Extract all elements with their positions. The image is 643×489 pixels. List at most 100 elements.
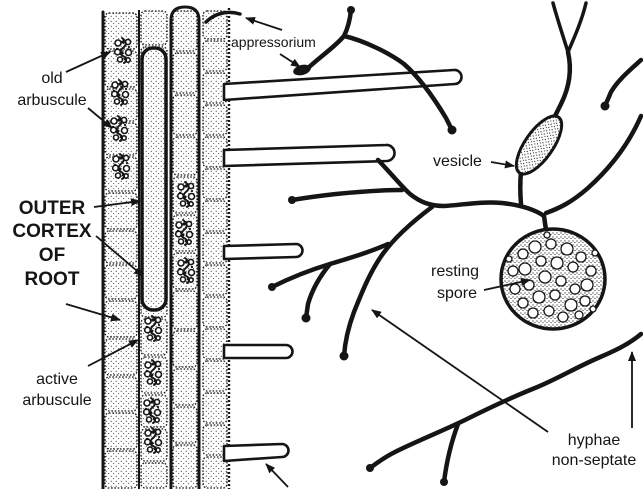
spore-droplet (568, 262, 578, 272)
label-resting-spore-line1: resting (431, 263, 479, 280)
label-active-arbuscule-line2: arbuscule (22, 392, 91, 409)
arbuscule-branch-tip (116, 48, 118, 50)
arbuscule-branch-tip (118, 82, 121, 85)
arbuscule-branch (189, 270, 195, 276)
arbuscule-branch (145, 318, 151, 324)
hypha-tip (302, 314, 311, 323)
arbuscule-branch-tip (154, 336, 157, 339)
arbuscule-branch (148, 447, 153, 452)
arbuscule-branch-tip (182, 222, 185, 225)
arbuscule-branch (113, 156, 119, 162)
arbuscule-branch-tip (187, 278, 190, 281)
resting-spore (501, 229, 605, 329)
arbuscule-branch (126, 50, 132, 56)
hypha-tip (347, 6, 355, 14)
epidermis-cell (203, 169, 227, 199)
arbuscule-branch-tip (146, 438, 148, 440)
spore-droplet (539, 271, 551, 283)
arbuscule-branch-tip (153, 418, 156, 421)
arbuscule-branch-tip (177, 230, 179, 232)
arbuscule-branch-tip (117, 130, 120, 133)
arbuscule-branch-tip (121, 100, 124, 103)
root-hairs (224, 70, 462, 461)
label-old-arbuscule-line2: arbuscule (17, 92, 86, 109)
arbuscule-branch-tip (126, 162, 128, 164)
hypha (568, 3, 586, 52)
vesicle-stalk (520, 172, 521, 204)
arbuscule-branch (115, 99, 120, 104)
arbuscule-branch-tip (150, 412, 153, 415)
epidermis-cell (203, 41, 227, 71)
hypha-tip (268, 283, 276, 291)
epidermis-cell (203, 361, 227, 391)
arbuscule-branch-tip (158, 436, 160, 438)
cortex-cell (173, 291, 197, 329)
spore-droplet (565, 299, 577, 311)
arbuscule-branch-tip (145, 408, 147, 410)
cortex-cell (173, 95, 197, 135)
arbuscule-branch (118, 57, 123, 62)
arbuscule-branch-tip (184, 184, 187, 187)
hyphae-arrow (372, 310, 548, 432)
root-hair (224, 444, 289, 461)
arbuscule-branch (115, 40, 121, 46)
arbuscule-branch-tip (151, 330, 154, 333)
spore-droplet (581, 279, 593, 291)
arbuscule-branch (156, 328, 162, 334)
arbuscule-branch-tip (154, 448, 157, 451)
cortex-cell (173, 137, 197, 175)
appressorium-arrow-top (246, 18, 282, 30)
arbuscule-branch-tip (122, 174, 125, 177)
root-hair (224, 345, 293, 358)
arbuscule-branch (145, 362, 151, 368)
arbuscule-branch (176, 222, 182, 228)
spore-droplet (518, 298, 528, 308)
inner-cortex-cell (105, 339, 137, 375)
inner-cortex-cell (105, 265, 137, 299)
hypha-tip (440, 478, 448, 486)
spore-droplet (558, 312, 568, 322)
spore-droplet (544, 306, 554, 316)
cortex-cell (173, 369, 197, 405)
hypha-tip (448, 126, 457, 135)
arbuscule-branch-tip (179, 268, 181, 270)
spore-droplet (590, 306, 596, 312)
spore-droplet (519, 263, 531, 275)
inner-cortex-cell (105, 377, 137, 411)
epidermis-cell (203, 265, 227, 295)
spore-droplet (561, 243, 573, 255)
arbuscule-branch-tip (120, 136, 123, 139)
spore-droplet (580, 296, 590, 306)
vesicle (508, 109, 570, 181)
spore-droplet (510, 284, 520, 294)
appressorium-arrow (280, 54, 300, 67)
arbuscule-branch (155, 410, 161, 416)
arbuscule-branch (148, 335, 153, 340)
label-outer-cortex-line1: OUTER (19, 198, 86, 219)
arbuscule-branch (111, 118, 117, 124)
arbuscule-branch-tip (124, 58, 127, 61)
cortex-cell (141, 11, 167, 45)
arbuscule-branch-tip (158, 324, 160, 326)
spore-droplet (551, 257, 563, 269)
arbuscule-branch (145, 430, 151, 436)
arbuscule-branch (156, 440, 162, 446)
spore-droplet (546, 239, 556, 249)
arbuscule-branch (181, 277, 186, 282)
arbuscule-branch-tip (185, 240, 188, 243)
arbuscule-branch (116, 173, 121, 178)
arbuscule-branch (181, 201, 186, 206)
inner-cortex-cell (105, 301, 137, 337)
spore-droplet (536, 256, 546, 266)
spore-droplet (570, 284, 580, 294)
arbuscule-branch-tip (158, 368, 160, 370)
cortex-cell (141, 463, 167, 488)
root-hair-arrow (266, 464, 288, 487)
arbuscule-branch (124, 166, 130, 172)
arbuscule-branch-tip (184, 196, 187, 199)
label-outer-cortex-line2: CORTEX (12, 221, 92, 242)
arbuscule-branch-tip (191, 266, 193, 268)
cortex-cell (173, 445, 197, 488)
label-hyphae-line1: hyphae (568, 432, 621, 449)
arbuscule-branch-tip (184, 272, 187, 275)
